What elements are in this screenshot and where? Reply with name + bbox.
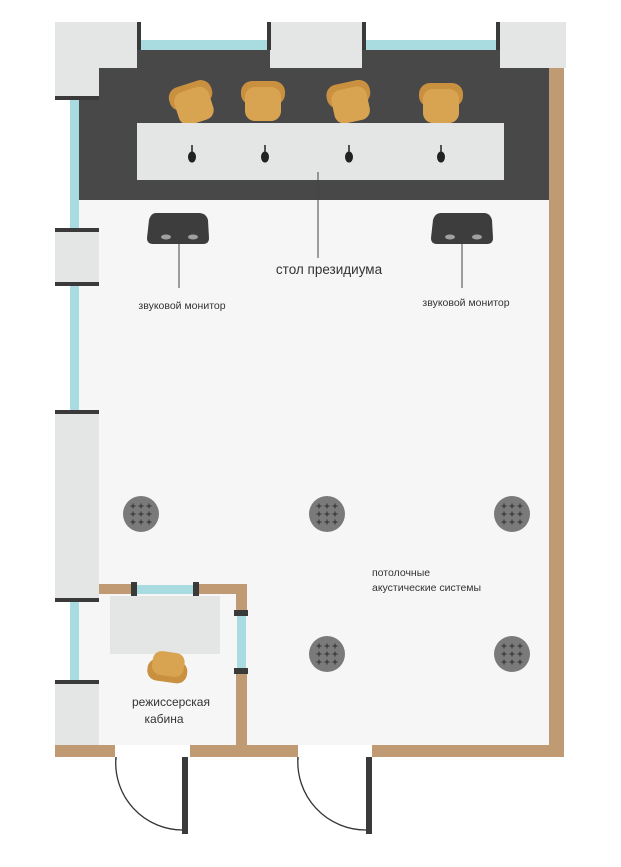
leader-lines: [178, 172, 463, 288]
trim: [234, 668, 248, 674]
trim: [496, 22, 500, 50]
presidium-table-label: стол президиума: [276, 262, 383, 277]
ceiling-speaker-icon: [309, 636, 345, 672]
columns: [55, 22, 566, 745]
walls: [55, 67, 564, 757]
booth-top-wall-right: [195, 584, 247, 594]
monitor-left-label: звуковой монитор: [138, 300, 225, 312]
ceiling-speaker-icon: [494, 496, 530, 532]
stage-monitor-icon: [147, 213, 209, 244]
armchair-icon: [419, 83, 463, 123]
trim: [131, 582, 137, 596]
armchair-icon: [168, 80, 214, 125]
column-left-3: [55, 682, 99, 745]
ceiling-speakers-label-line1: потолочные: [372, 567, 430, 579]
ceiling-speaker-icon: [309, 496, 345, 532]
booth-top-wall-left: [98, 584, 135, 594]
trim: [55, 598, 99, 602]
bottom-wall-right: [372, 745, 564, 757]
top-window-right: [362, 40, 500, 50]
control-booth-label-line1: режиссерская: [132, 695, 210, 709]
monitor-driver: [161, 234, 171, 240]
trim: [267, 22, 271, 50]
ceiling-speaker-icon: [494, 636, 530, 672]
trim: [366, 757, 372, 834]
column-left-1: [55, 230, 99, 284]
door-right: [297, 756, 367, 831]
left-window-3: [70, 600, 79, 682]
column-top-left-lower: [55, 22, 99, 97]
trim: [234, 610, 248, 616]
microphone-icon: [437, 145, 445, 163]
trim: [137, 22, 141, 50]
stage-monitor-left: [147, 213, 209, 244]
booth-glass-side: [237, 614, 246, 670]
column-top-mid: [270, 22, 362, 68]
bottom-wall-left: [55, 745, 115, 757]
windows: [70, 40, 500, 682]
trim: [55, 228, 99, 232]
booth-glass-top: [135, 585, 195, 594]
stage-monitor-right: [431, 213, 493, 244]
trim: [362, 22, 366, 50]
microphone-icon: [188, 145, 196, 163]
armchair-icon: [326, 79, 371, 124]
trim: [55, 680, 99, 684]
left-window-1: [70, 70, 79, 230]
stage-monitor-icon: [431, 213, 493, 244]
door-swing-icon: [297, 756, 367, 831]
presidium-chairs: [168, 79, 463, 125]
door-swing-icon: [115, 756, 184, 831]
top-window-left: [138, 40, 270, 50]
armchair-icon: [147, 651, 188, 684]
bottom-wall-mid: [190, 745, 298, 757]
trim: [182, 757, 188, 834]
ceiling-speaker-icon: [123, 496, 159, 532]
ceiling-speakers: [123, 496, 530, 672]
booth-right-wall-top: [236, 584, 247, 614]
ceiling-speakers-label-line2: акустические системы: [372, 582, 481, 594]
column-trim: [55, 22, 500, 834]
microphone-icon: [345, 145, 353, 163]
microphone-icon: [261, 145, 269, 163]
control-booth-label-line2: кабина: [144, 712, 183, 726]
trim: [55, 282, 99, 286]
door-left: [115, 756, 184, 831]
trim: [55, 410, 99, 414]
trim: [55, 96, 99, 100]
monitor-driver: [445, 234, 455, 240]
left-window-2: [70, 284, 79, 412]
armchair-icon: [241, 81, 285, 121]
presidium-table: [137, 123, 504, 180]
monitor-right-label: звуковой монитор: [422, 297, 509, 309]
column-top-right: [500, 22, 566, 68]
monitor-driver: [188, 234, 198, 240]
right-wall: [549, 67, 564, 757]
monitor-driver: [472, 234, 482, 240]
booth-right-wall-bottom: [236, 670, 247, 750]
booth-desk: [110, 596, 220, 654]
column-left-2: [55, 412, 99, 600]
microphones: [188, 145, 445, 163]
trim: [193, 582, 199, 596]
